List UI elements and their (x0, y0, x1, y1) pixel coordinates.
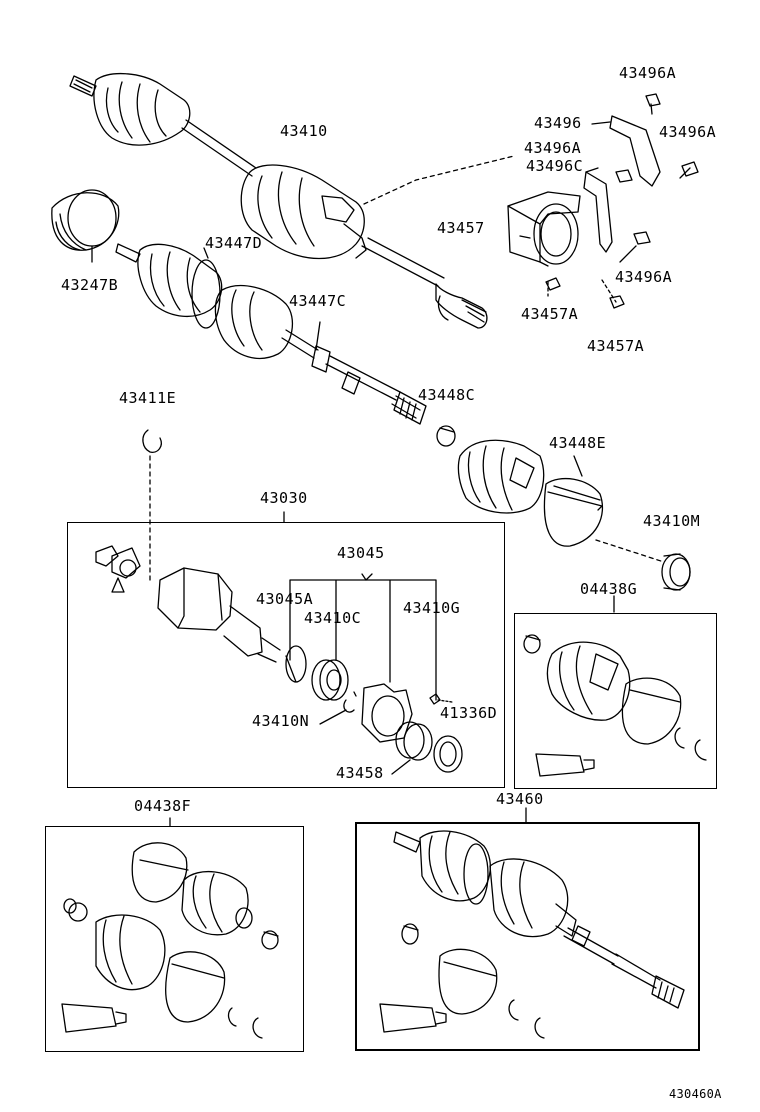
box-43030 (67, 522, 505, 788)
band-43448E (543, 477, 604, 547)
clamp-43448C (436, 425, 456, 447)
label-43458: 43458 (336, 764, 384, 782)
boot-43247B (51, 189, 120, 251)
label-43030: 43030 (260, 489, 308, 507)
snap-ring-43411E (142, 429, 162, 453)
drive-shaft-assembly (115, 243, 427, 425)
bearing-43410M (661, 553, 691, 591)
drive-shaft-43460 (379, 830, 685, 1039)
label-43457: 43457 (437, 219, 485, 237)
label-43247B: 43247B (61, 276, 119, 294)
label-43447C: 43447C (289, 292, 347, 310)
label-43410N: 43410N (252, 712, 310, 730)
bearing-bracket-43457 (507, 191, 581, 267)
label-43410C: 43410C (304, 609, 362, 627)
label-04438G: 04438G (580, 580, 638, 598)
drive-shaft-43410 (69, 72, 488, 329)
label-43045: 43045 (337, 544, 385, 562)
label-43496A: 43496A (524, 139, 582, 157)
label-04438F: 04438F (134, 797, 192, 815)
diagram-id: 430460A (669, 1087, 722, 1101)
label-43411E: 43411E (119, 389, 177, 407)
box-04438G (514, 613, 717, 789)
box-04438F (45, 826, 304, 1052)
label-43457A: 43457A (587, 337, 645, 355)
label-41336D: 41336D (440, 704, 498, 722)
label-43496A: 43496A (619, 64, 677, 82)
label-43496: 43496 (534, 114, 582, 132)
label-43410: 43410 (280, 122, 328, 140)
label-43447D: 43447D (205, 234, 263, 252)
label-43448C: 43448C (418, 386, 476, 404)
box-43460 (355, 822, 700, 1051)
label-43496C: 43496C (526, 157, 584, 175)
bolt-43457A (545, 277, 625, 309)
label-43496A: 43496A (659, 123, 717, 141)
label-43448E: 43448E (549, 434, 607, 452)
label-43457A: 43457A (521, 305, 579, 323)
boot-kit-04438G (523, 634, 707, 777)
label-43045A: 43045A (256, 590, 314, 608)
boot-kit-04438F (61, 842, 279, 1039)
bracket-43496 (583, 115, 661, 253)
label-43410G: 43410G (403, 599, 461, 617)
bolts-43496A (615, 93, 699, 245)
label-43410M: 43410M (643, 512, 701, 530)
label-43460: 43460 (496, 790, 544, 808)
label-43496A: 43496A (615, 268, 673, 286)
boot-43448 (457, 439, 545, 514)
inner-joint-43030 (95, 545, 463, 773)
